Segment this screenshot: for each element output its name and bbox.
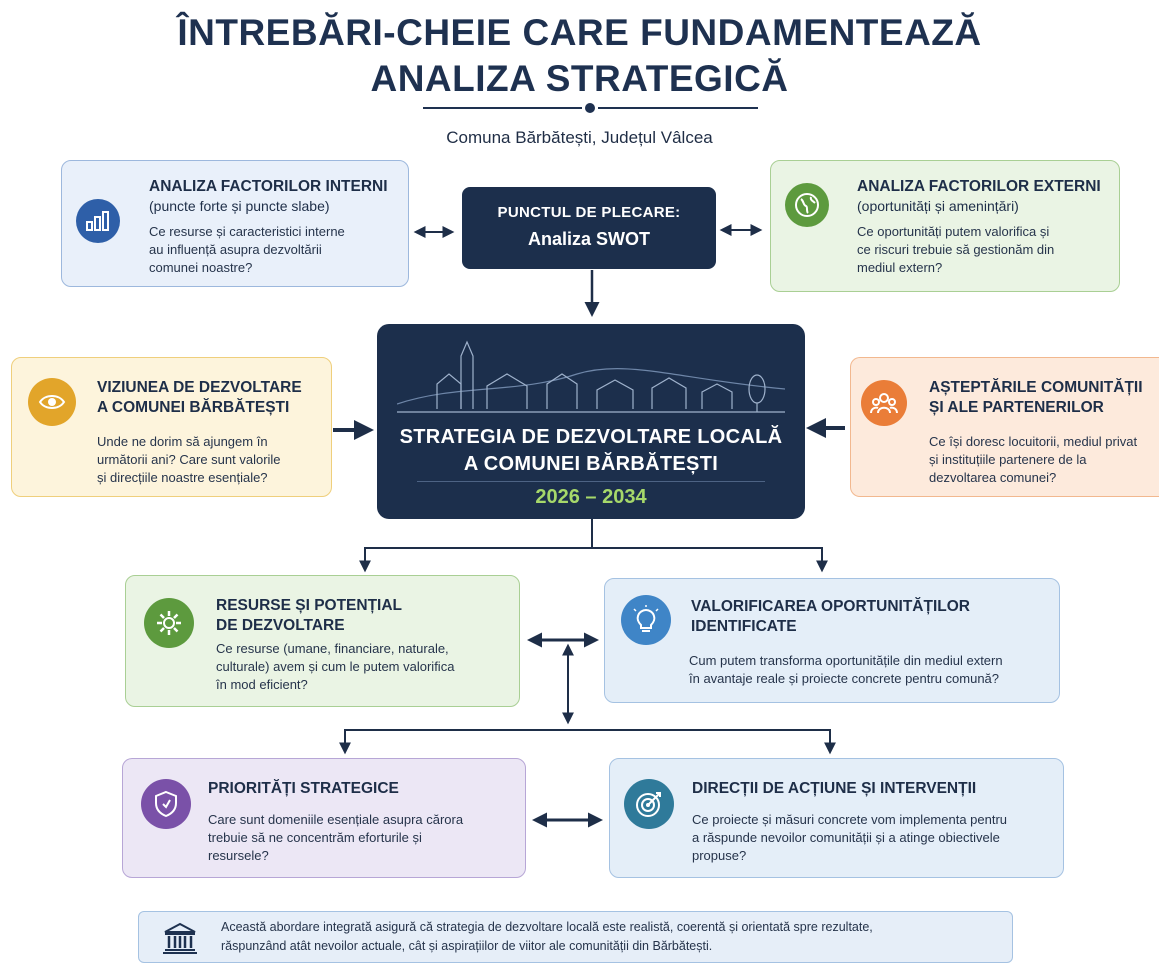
strategy-center-box: STRATEGIA DE DEZVOLTARE LOCALĂ A COMUNEI… [377, 324, 805, 519]
eye-icon [28, 378, 76, 426]
start-label: PUNCTUL DE PLECARE: [497, 204, 681, 221]
footer-text-1: Această abordare integrată asigură că st… [221, 920, 873, 934]
internal-factors-box: ANALIZA FACTORILOR INTERNI (puncte forte… [61, 160, 409, 287]
footer-text-2: răspunzând atât nevoilor actuale, cât și… [221, 939, 713, 953]
priorities-box: PRIORITĂȚI STRATEGICE Care sunt domeniil… [122, 758, 526, 878]
bar-chart-icon [76, 199, 120, 243]
opportunities-title-2: IDENTIFICATE [691, 618, 797, 635]
strategy-years: 2026 – 2034 [535, 486, 647, 508]
directions-text-1: Ce proiecte și măsuri concrete vom imple… [692, 812, 1008, 827]
opportunities-text-2: în avantaje reale și proiecte concrete p… [689, 671, 1000, 686]
shield-icon [141, 779, 191, 829]
vision-text-1: Unde ne dorim să ajungem în [97, 434, 268, 449]
community-icon [861, 380, 907, 426]
expectations-box: AȘTEPTĂRILE COMUNITĂȚII ȘI ALE PARTENERI… [850, 357, 1159, 497]
internal-subtitle: (puncte forte și puncte slabe) [149, 198, 330, 214]
expectations-text-3: dezvoltarea comunei? [929, 470, 1057, 485]
external-text-1: Ce oportunități putem valorifica și [857, 224, 1050, 239]
gear-icon [144, 598, 194, 648]
opportunities-text-1: Cum putem transforma oportunitățile din … [689, 653, 1003, 668]
strategy-title-1: STRATEGIA DE DEZVOLTARE LOCALĂ [399, 426, 783, 448]
external-factors-box: ANALIZA FACTORILOR EXTERNI (oportunități… [770, 160, 1120, 292]
priorities-text-2: trebuie să ne concentrăm eforturile și [208, 830, 422, 845]
expectations-title-2: ȘI ALE PARTENERILOR [929, 399, 1104, 416]
target-icon [624, 779, 674, 829]
resources-text-3: în mod eficient? [216, 677, 308, 692]
directions-title: DIRECȚII DE ACȚIUNE ȘI INTERVENȚII [692, 780, 977, 797]
priorities-title: PRIORITĂȚI STRATEGICE [208, 780, 399, 797]
vision-text-3: și direcțiile noastre esențiale? [97, 470, 268, 485]
page-subtitle: Comuna Bărbătești, Județul Vâlcea [446, 128, 713, 147]
directions-box: DIRECȚII DE ACȚIUNE ȘI INTERVENȚII Ce pr… [609, 758, 1064, 878]
footer-box: Această abordare integrată asigură că st… [138, 911, 1013, 963]
strategy-divider [417, 481, 765, 482]
expectations-text-2: și instituțiile partenere de la [929, 452, 1087, 467]
resources-title-2: DE DEZVOLTARE [216, 617, 345, 634]
resources-text-1: Ce resurse (umane, financiare, naturale, [216, 641, 449, 656]
opportunities-box: VALORIFICAREA OPORTUNITĂȚILOR IDENTIFICA… [604, 578, 1060, 703]
directions-text-2: a răspunde nevoilor comunității și a ati… [692, 830, 1000, 845]
resources-text-2: culturale) avem și cum le putem valorifi… [216, 659, 455, 674]
lightbulb-icon [621, 595, 671, 645]
priorities-text-1: Care sunt domeniile esențiale asupra căr… [208, 812, 464, 827]
start-swot: Analiza SWOT [527, 229, 650, 249]
internal-title: ANALIZA FACTORILOR INTERNI [149, 178, 388, 195]
page-title-line2: ANALIZA STRATEGICĂ [370, 58, 789, 99]
opportunities-title-1: VALORIFICAREA OPORTUNITĂȚILOR [691, 598, 970, 615]
vision-title-1: VIZIUNEA DE DEZVOLTARE [97, 379, 302, 396]
globe-icon [785, 183, 829, 227]
vision-box: VIZIUNEA DE DEZVOLTARE A COMUNEI BĂRBĂTE… [11, 357, 332, 497]
priorities-text-3: resursele? [208, 848, 269, 863]
internal-text-2: au influență asupra dezvoltării [149, 242, 322, 257]
start-box: PUNCTUL DE PLECARE: Analiza SWOT [462, 187, 716, 269]
expectations-text-1: Ce își doresc locuitorii, mediul privat [929, 434, 1138, 449]
internal-text-3: comunei noastre? [149, 260, 253, 275]
village-illustration [397, 340, 785, 413]
vision-text-2: următorii ani? Care sunt valorile [97, 452, 281, 467]
external-text-3: mediul extern? [857, 260, 943, 275]
internal-text-1: Ce resurse și caracteristici interne [149, 224, 345, 239]
directions-text-3: propuse? [692, 848, 747, 863]
vision-title-2: A COMUNEI BĂRBĂTEȘTI [97, 399, 290, 416]
external-title: ANALIZA FACTORILOR EXTERNI [857, 178, 1101, 195]
resources-title-1: RESURSE ȘI POTENȚIAL [216, 597, 403, 614]
institution-icon [163, 922, 197, 954]
resources-box: RESURSE ȘI POTENȚIAL DE DEZVOLTARE Ce re… [125, 575, 520, 707]
strategy-title-2: A COMUNEI BĂRBĂTEȘTI [463, 453, 719, 475]
page-title-line1: ÎNTREBĂRI-CHEIE CARE FUNDAMENTEAZĂ [177, 12, 982, 53]
expectations-title-1: AȘTEPTĂRILE COMUNITĂȚII [929, 379, 1143, 396]
external-subtitle: (oportunități și amenințări) [857, 198, 1019, 214]
external-text-2: ce riscuri trebuie să gestionăm din [857, 242, 1055, 257]
